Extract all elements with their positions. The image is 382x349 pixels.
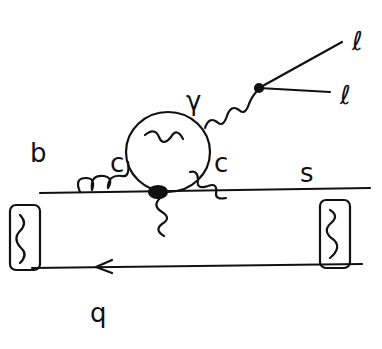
quark-label: c [110,150,124,176]
quark-label: q [90,300,107,326]
quark-label: b [30,140,47,166]
photon-line [205,90,258,128]
quark-label: s [300,160,314,186]
lepton-label: ℓ [352,28,363,54]
quark-label: c [214,150,228,176]
bottom-quark-line [32,264,362,268]
vertex-dot [149,186,167,198]
blob-hatch [327,210,337,258]
top-quark-line [40,188,370,193]
gluon [156,198,167,236]
arrow-head [96,260,112,273]
lepton-line [259,88,330,92]
meson-blob [10,205,40,270]
blob-hatch [16,215,24,263]
lepton-line [259,42,342,88]
meson-blob [320,200,350,268]
gluon [145,131,183,142]
lepton-label: ℓ [340,82,351,108]
photon-label: γ [186,88,201,114]
